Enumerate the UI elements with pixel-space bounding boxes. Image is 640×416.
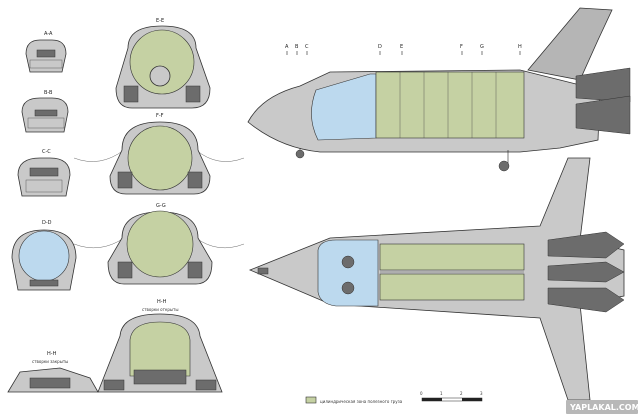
section-hh-closed-label: H-H xyxy=(47,351,57,357)
section-hh-open: H-H створки открыты xyxy=(97,299,223,393)
marker-f: F xyxy=(460,44,463,50)
crew-cabin-top xyxy=(317,239,379,307)
top-view xyxy=(248,157,625,401)
legend-swatch xyxy=(305,396,317,404)
scale-tick-3: 3 xyxy=(480,391,483,396)
marker-d: D xyxy=(378,44,382,50)
section-cc: C-C xyxy=(17,149,71,197)
section-gg-label: G-G xyxy=(156,203,166,209)
engine-upper xyxy=(575,67,631,103)
watermark-text: YAPLAKAL.COM xyxy=(569,403,640,412)
section-dd: D-D xyxy=(11,220,77,291)
scale-tick-1: 1 xyxy=(440,391,443,396)
section-aa: A-A xyxy=(25,31,67,73)
engine-top-3 xyxy=(547,287,625,313)
section-bb: B-B xyxy=(21,90,69,133)
section-ff-label: F-F xyxy=(156,113,164,119)
section-aa-label: A-A xyxy=(44,31,53,37)
section-hh-closed: H-H створки закрыты xyxy=(7,351,99,393)
marker-e: E xyxy=(400,44,403,50)
section-hh-closed-note: створки закрыты xyxy=(32,359,68,364)
section-hh-open-label: H-H xyxy=(157,299,167,305)
main-gear xyxy=(498,160,510,172)
engine-top-1 xyxy=(547,231,625,259)
section-cc-label: C-C xyxy=(42,149,51,155)
tail-fin xyxy=(527,7,613,81)
section-gg: G-G xyxy=(73,203,245,285)
section-bb-label: B-B xyxy=(44,90,53,96)
engine-top-2 xyxy=(547,261,625,283)
section-ee: E-E xyxy=(115,18,211,109)
section-dd-label: D-D xyxy=(42,220,52,226)
nose-gear xyxy=(295,149,305,159)
legend-text: цилиндрическая зона полезного груза xyxy=(320,399,403,404)
marker-c: C xyxy=(305,44,309,50)
marker-b: B xyxy=(295,44,299,50)
engine-lower xyxy=(575,95,631,135)
scale-tick-2: 2 xyxy=(460,391,463,396)
section-hh-open-note: створки открыты xyxy=(142,307,179,312)
section-ee-label: E-E xyxy=(156,18,164,24)
section-ff: F-F xyxy=(73,113,245,195)
marker-h: H xyxy=(518,44,522,50)
marker-a: A xyxy=(285,44,289,50)
payload-bay-top-right xyxy=(379,273,525,301)
side-view: A B C D E F G H xyxy=(247,7,631,172)
watermark: YAPLAKAL.COM xyxy=(566,400,640,414)
payload-bay-side xyxy=(375,71,525,139)
side-markers: A B C D E F G H xyxy=(285,44,522,55)
payload-bay-top-left xyxy=(379,243,525,271)
scale-tick-0: 0 xyxy=(420,391,423,396)
legend: цилиндрическая зона полезного груза xyxy=(305,396,403,404)
marker-g: G xyxy=(480,44,484,50)
scale-bar: 0 1 2 3 xyxy=(420,391,483,402)
